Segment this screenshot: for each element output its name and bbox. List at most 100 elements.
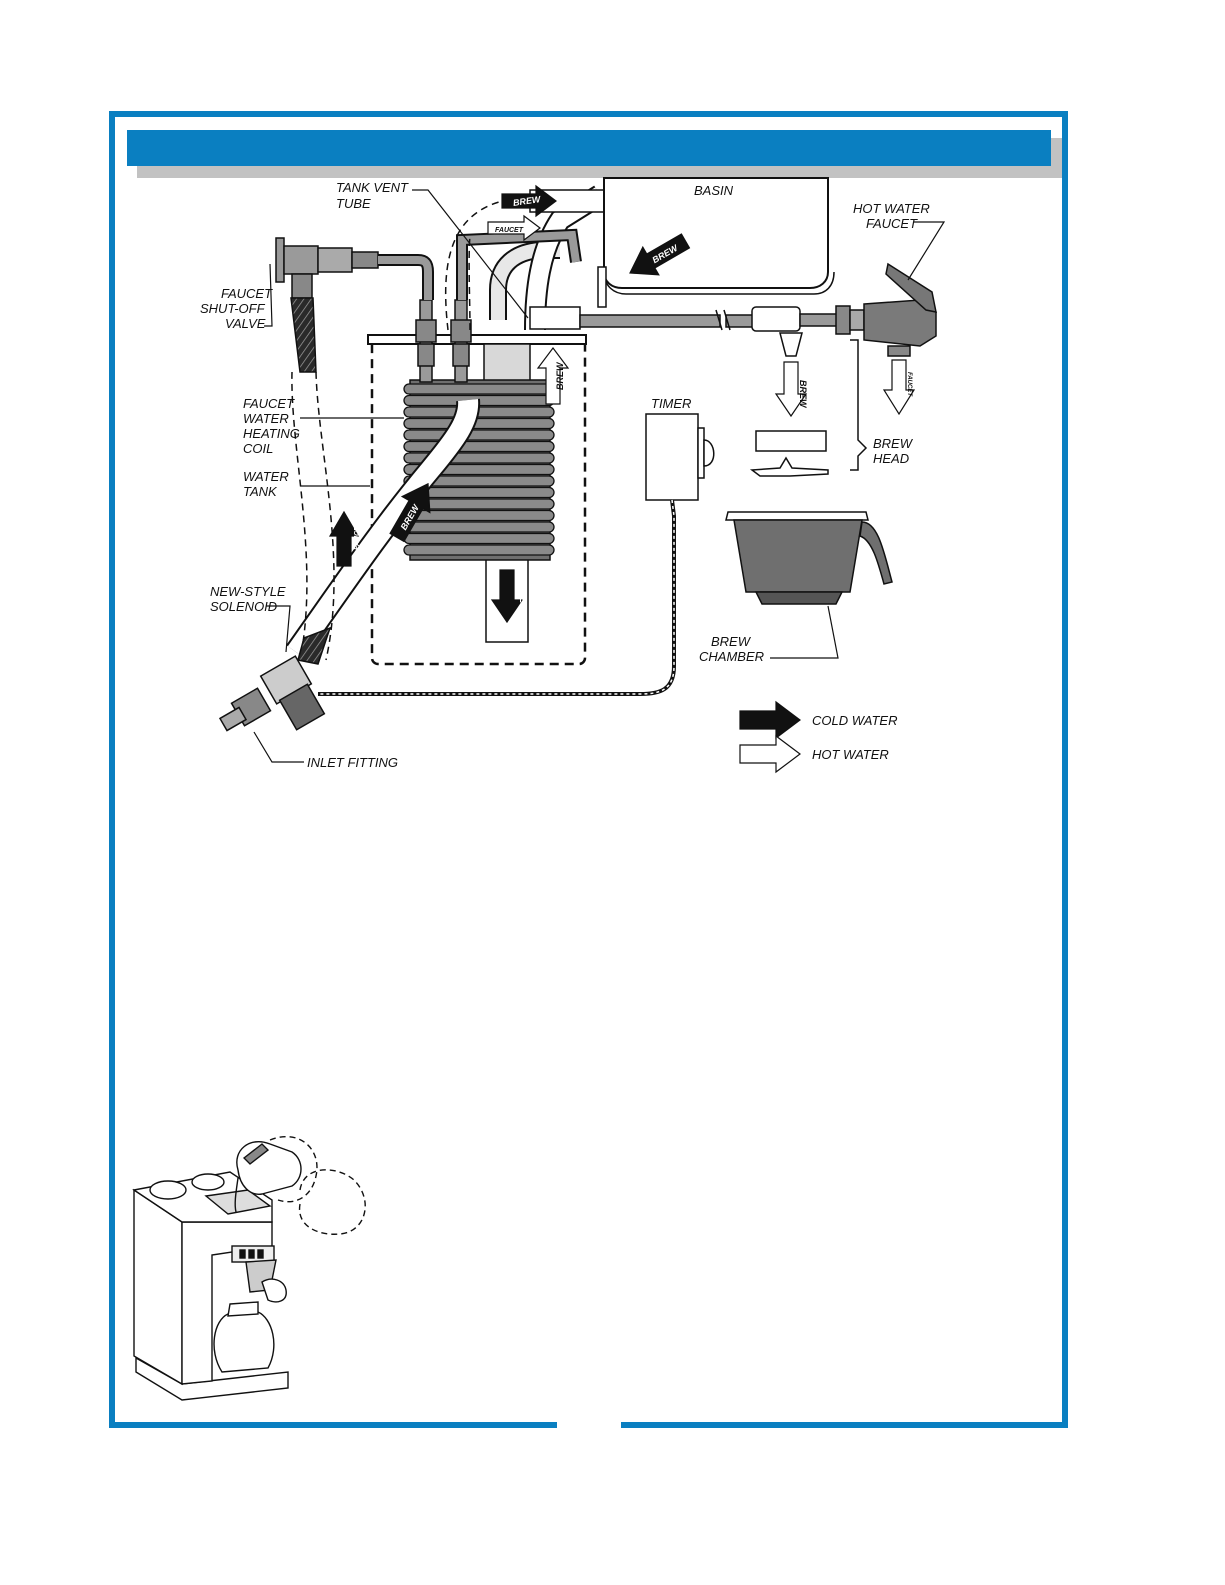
pitcher-motion-outline-2 (300, 1170, 366, 1234)
brew-head-bracket (850, 340, 866, 470)
label-shutoff-2: SHUT-OFF (200, 301, 266, 316)
brew-chamber (726, 512, 892, 604)
coil-turn (404, 534, 554, 544)
frame-left-edge (109, 111, 115, 1428)
coil-nut-left (418, 344, 434, 366)
faucet-arrow-top-label: FAUCET (495, 227, 524, 234)
tank-up-brew-arrow-label: BREW (555, 361, 565, 390)
frame-bottom-right (621, 1422, 1068, 1428)
valve-wall-plate (276, 238, 284, 282)
coil-turn (404, 522, 554, 532)
valve-down-fitting (292, 274, 312, 298)
sprayhead-down-brew-arrow: BREW (776, 362, 808, 416)
faucet-mount-nut (836, 306, 850, 334)
legend-cold-label: COLD WATER (812, 713, 897, 728)
warmer-lid-left (150, 1181, 186, 1199)
funnel-rim (726, 512, 868, 520)
valve-nut (318, 248, 352, 272)
brewer-carafe (214, 1312, 274, 1372)
legend-hot-arrow (740, 736, 800, 772)
coil-turn (404, 511, 554, 521)
brewer-switch-2 (249, 1250, 254, 1258)
brewer-illustration (134, 1137, 365, 1400)
sprayhead-disk (752, 458, 828, 476)
coil-turn (404, 442, 554, 452)
funnel-body (734, 520, 862, 592)
label-hot-water-faucet-2: FAUCET (866, 216, 918, 231)
brew-head-elbow (752, 307, 800, 331)
warmer-lid-right (192, 1174, 224, 1190)
brewer-switch-1 (240, 1250, 245, 1258)
timer-knob (704, 440, 714, 466)
tank-lid (368, 335, 586, 344)
legend-hot-label: HOT WATER (812, 747, 889, 762)
cold-brew-arrow-down-label: BREW (518, 584, 528, 613)
label-timer: TIMER (651, 396, 691, 411)
frame-bottom-left (109, 1422, 557, 1428)
label-solenoid-2: SOLENOID (210, 599, 277, 614)
label-basin: BASIN (694, 183, 734, 198)
coil-turn (404, 430, 554, 440)
coil-fitting-left (416, 320, 436, 342)
frame-top-edge (109, 111, 1068, 117)
label-inlet-fitting: INLET FITTING (307, 755, 398, 770)
label-tank-vent-2: TUBE (336, 196, 371, 211)
frame-right-edge (1062, 111, 1068, 1428)
label-coil-3: HEATING (243, 426, 300, 441)
label-brew-head-1: BREW (873, 436, 914, 451)
coil-turn (404, 545, 554, 555)
label-brew-chamber-1: BREW (711, 634, 752, 649)
label-brew-head-2: HEAD (873, 451, 909, 466)
label-brew-chamber-2: CHAMBER (699, 649, 764, 664)
hose-dashed-route-left (292, 372, 307, 660)
faucet-shank (850, 310, 864, 330)
brewer-carafe-neck (228, 1302, 258, 1316)
valve-body (284, 246, 318, 274)
label-hot-water-faucet-1: HOT WATER (853, 201, 930, 216)
faucet-down-arrow-label: FAUCET (906, 372, 912, 397)
label-coil-4: COIL (243, 441, 273, 456)
header-bar (127, 130, 1051, 166)
tank-outlet-elbow (530, 307, 580, 329)
hot-water-faucet (836, 264, 936, 356)
label-shutoff-1: FAUCET (221, 286, 273, 301)
timer-knob-base (698, 428, 704, 478)
hot-water-line (580, 307, 842, 356)
solenoid-assembly (220, 628, 330, 731)
label-water-tank-1: WATER (243, 469, 289, 484)
brewer-housing (134, 1190, 182, 1384)
label-tank-vent-1: TANK VENT (336, 180, 409, 195)
label-coil-1: FAUCET (243, 396, 295, 411)
funnel-handle (860, 522, 892, 584)
hand-icon (262, 1279, 286, 1302)
faucet-down-arrow: FAUCET (884, 360, 914, 414)
pouring-pitcher (237, 1142, 301, 1195)
timer-box (646, 414, 698, 500)
brewer-switch-3 (258, 1250, 263, 1258)
coil-turn (404, 384, 554, 394)
valve-outlet-pipe (378, 260, 428, 300)
spray-head-plate (756, 431, 826, 451)
brew-head (752, 340, 866, 476)
legend-cold-arrow (740, 702, 800, 738)
legend: COLD WATER HOT WATER (740, 702, 897, 772)
dashed-vent-route-2 (469, 235, 470, 330)
coil-nut-right (453, 344, 469, 366)
leader-brew-chamber (770, 606, 838, 658)
faucet-spout (888, 346, 910, 356)
sprayhead-down-brew-arrow-label: BREW (798, 380, 808, 409)
label-shutoff-3: VALVE (225, 316, 266, 331)
spray-nozzle (780, 333, 802, 356)
leader-inlet-fitting (254, 732, 304, 762)
label-solenoid-1: NEW-STYLE (210, 584, 286, 599)
coil-fitting-right (451, 320, 471, 342)
coil-turn (404, 419, 554, 429)
label-coil-2: WATER (243, 411, 289, 426)
cold-faucet-arrow-up-label: FAUCET (354, 521, 361, 550)
funnel-base (756, 592, 842, 604)
basin-side-port (598, 267, 606, 307)
valve-coupling (352, 252, 378, 268)
label-water-tank-2: TANK (243, 484, 278, 499)
hot-line-pipe-a (580, 315, 720, 327)
